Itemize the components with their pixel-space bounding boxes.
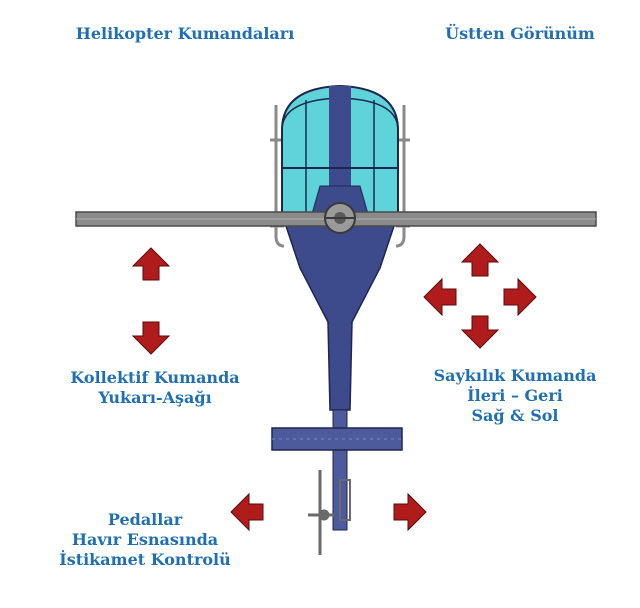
pedals-label-line2: Havır Esnasında — [71, 530, 219, 549]
collective-up-arrow-icon — [132, 247, 170, 281]
pedal-right-arrow-icon — [393, 493, 427, 531]
cyclic-forward-arrow-icon — [461, 243, 499, 277]
cabin-canopy — [281, 84, 399, 215]
cyclic-right-arrow-icon — [503, 278, 537, 316]
pedal-left-arrow-icon — [230, 493, 264, 531]
collective-down-arrow-icon — [132, 321, 170, 355]
collective-control-label: Kollektif Kumanda Yukarı-Aşağı — [40, 368, 270, 408]
cyclic-back-arrow-icon — [461, 315, 499, 349]
cyclic-label-line3: Sağ & Sol — [471, 406, 559, 425]
tail-rotor — [308, 470, 351, 555]
cyclic-control-label: Saykılık Kumanda İleri – Geri Sağ & Sol — [410, 366, 620, 426]
collective-label-line2: Yukarı-Aşağı — [98, 388, 212, 407]
horizontal-stabilizer — [271, 427, 403, 451]
pedals-label-line3: İstikamet Kontrolü — [59, 550, 231, 569]
title-helicopter-controls: Helikopter Kumandaları — [75, 24, 295, 43]
rotor-hub — [324, 202, 356, 234]
collective-label-line1: Kollektif Kumanda — [70, 368, 240, 387]
cyclic-label-line1: Saykılık Kumanda — [433, 366, 597, 385]
title-top-view: Üstten Görünüm — [445, 24, 595, 43]
pedals-label-line1: Pedallar — [107, 510, 183, 529]
cyclic-left-arrow-icon — [423, 278, 457, 316]
pedals-control-label: Pedallar Havır Esnasında İstikamet Kontr… — [40, 510, 250, 570]
cyclic-label-line2: İleri – Geri — [467, 386, 563, 405]
